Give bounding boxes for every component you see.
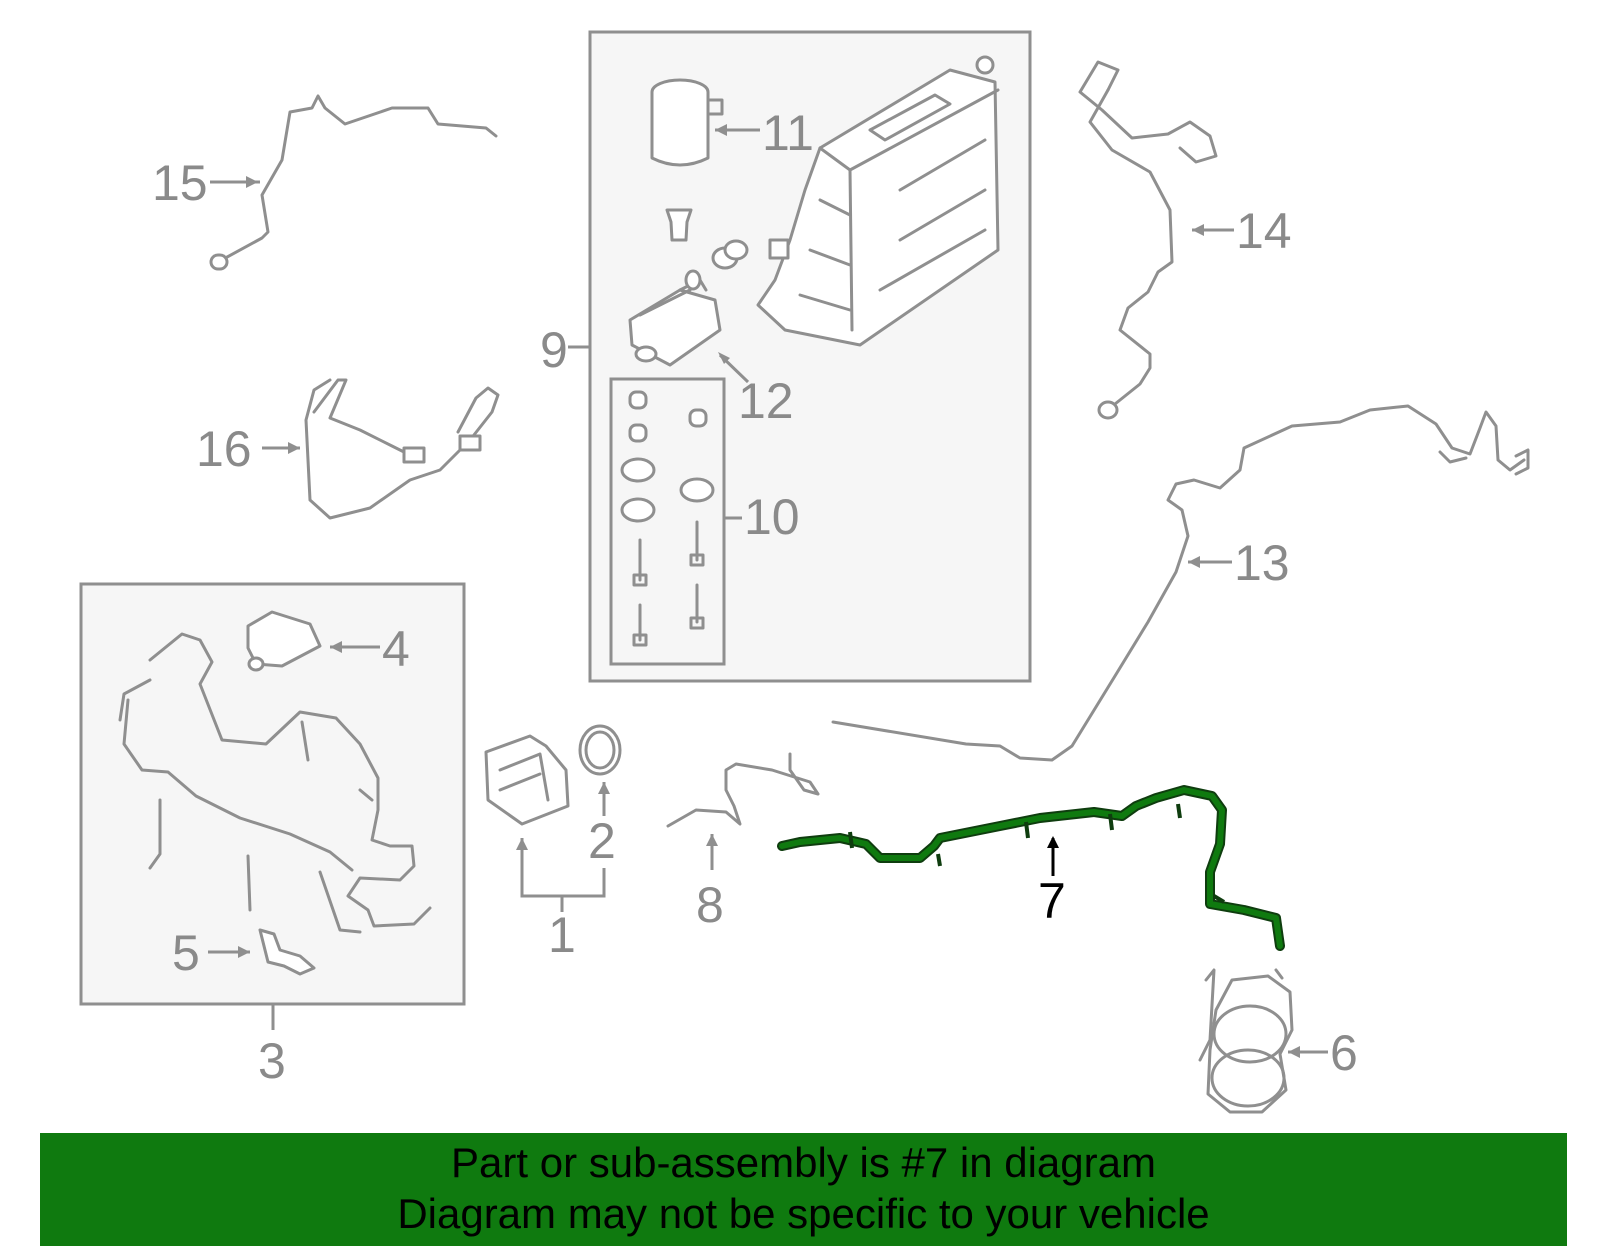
callout-1: 1 (548, 907, 576, 963)
part-10-hardware[interactable] (620, 390, 715, 647)
part-9-canister[interactable] (756, 55, 1000, 347)
assembly-frame-10 (609, 377, 726, 666)
fitting-small-2 (711, 239, 749, 270)
part-6-reservoir[interactable] (1198, 968, 1294, 1114)
callout-11: 11 (762, 105, 814, 161)
part-7-harness-highlighted[interactable] (777, 785, 1285, 951)
callout-3: 3 (258, 1033, 286, 1089)
callout-13: 13 (1234, 535, 1290, 591)
callout-16: 16 (196, 421, 252, 477)
part-3-harness[interactable] (118, 632, 432, 934)
leader-arrowheads (238, 124, 1300, 1058)
callout-8: 8 (696, 877, 724, 933)
part-11-filter[interactable] (650, 78, 724, 167)
callout-10: 10 (744, 489, 800, 545)
banner-line-1: Part or sub-assembly is #7 in diagram (451, 1139, 1156, 1186)
banner-line-2: Diagram may not be specific to your vehi… (397, 1190, 1210, 1237)
callout-12: 12 (738, 373, 794, 429)
part-14-hose[interactable] (1078, 60, 1218, 420)
part-15-sensor[interactable] (209, 94, 498, 271)
callout-2: 2 (588, 813, 616, 869)
part-16-sensor[interactable] (304, 378, 500, 520)
part-8-line[interactable] (666, 752, 820, 828)
fitting-small-1 (665, 208, 693, 242)
leader-1 (520, 838, 606, 912)
callout-5: 5 (172, 925, 200, 981)
part-2-ring[interactable] (578, 724, 622, 776)
callout-14: 14 (1236, 203, 1292, 259)
callout-7: 7 (1038, 873, 1066, 929)
callout-9: 9 (540, 322, 568, 378)
callout-6: 6 (1330, 1025, 1358, 1081)
notice-banner: Part or sub-assembly is #7 in diagram Di… (40, 1133, 1567, 1246)
part-5-bracket[interactable] (258, 928, 316, 976)
part-4-sensor[interactable] (246, 610, 322, 672)
callout-15: 15 (152, 155, 208, 211)
callout-4: 4 (382, 621, 410, 677)
part-12-valve[interactable] (628, 269, 722, 367)
part-13-line[interactable] (831, 404, 1530, 762)
part-1-module[interactable] (484, 734, 570, 826)
